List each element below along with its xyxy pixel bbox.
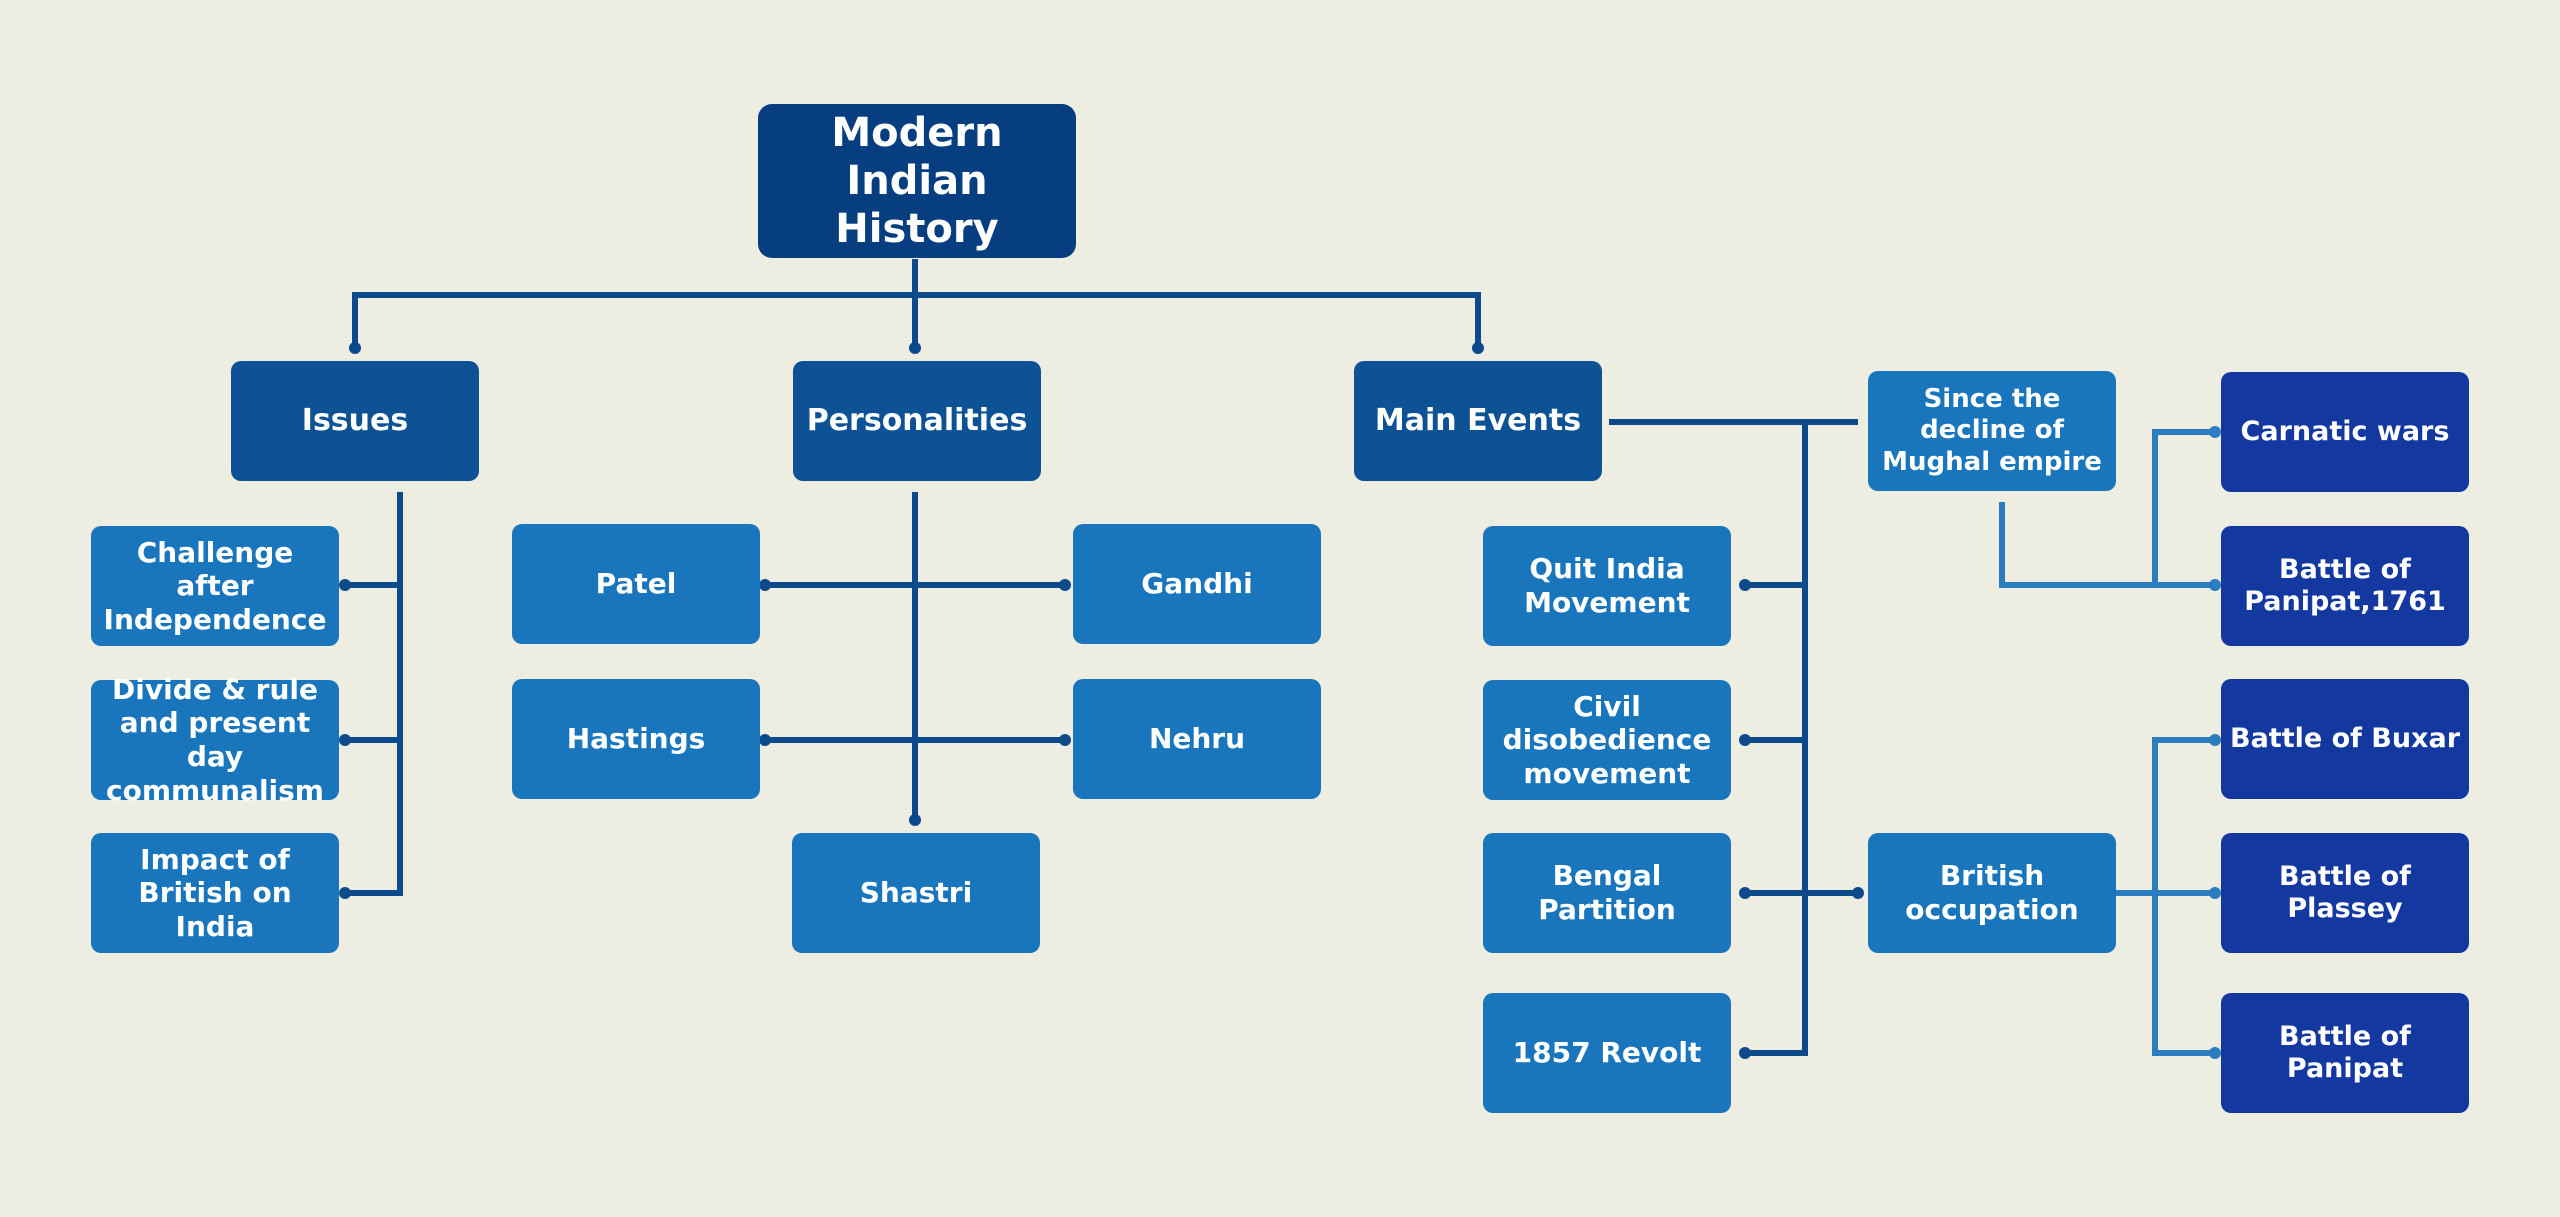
node-label: Shastri bbox=[859, 876, 973, 910]
node-label: Bengal Partition bbox=[1538, 859, 1676, 926]
connector-dot bbox=[1739, 887, 1751, 899]
node-gandhi: Gandhi bbox=[1073, 524, 1321, 644]
node-label: Battle of Panipat,1761 bbox=[2244, 553, 2446, 617]
node-label: Battle of Buxar bbox=[2229, 722, 2461, 754]
node-label: Main Events bbox=[1374, 403, 1582, 438]
node-civil-disobedience: Civil disobedience movement bbox=[1483, 680, 1731, 800]
node-challenge-after-independence: Challenge after Independence bbox=[91, 526, 339, 646]
connector-dot bbox=[2209, 734, 2221, 746]
node-british-occupation: British occupation bbox=[1868, 833, 2116, 953]
connector-dot bbox=[2209, 426, 2221, 438]
node-label: Battle of Panipat bbox=[2279, 1020, 2411, 1084]
node-battle-of-panipat: Battle of Panipat bbox=[2221, 993, 2469, 1113]
node-quit-india-movement: Quit India Movement bbox=[1483, 526, 1731, 646]
node-divide-and-rule: Divide & rule and present day communalis… bbox=[91, 673, 339, 807]
node-nehru: Nehru bbox=[1073, 679, 1321, 799]
node-label: British occupation bbox=[1905, 859, 2079, 926]
connector-dot bbox=[1059, 579, 1071, 591]
node-battle-of-panipat-1761: Battle of Panipat,1761 bbox=[2221, 526, 2469, 646]
connector-dot bbox=[339, 887, 351, 899]
connector-dot bbox=[1739, 734, 1751, 746]
node-mughal-decline: Since the decline of Mughal empire bbox=[1868, 371, 2116, 491]
connector-dot bbox=[909, 814, 921, 826]
node-bengal-partition: Bengal Partition bbox=[1483, 833, 1731, 953]
node-label: Patel bbox=[595, 567, 677, 601]
node-shastri: Shastri bbox=[792, 833, 1040, 953]
connector-dot bbox=[759, 734, 771, 746]
connector-dot bbox=[759, 579, 771, 591]
connector-dot bbox=[2209, 1047, 2221, 1059]
node-label: Impact of British on India bbox=[138, 842, 292, 943]
node-1857-revolt: 1857 Revolt bbox=[1483, 993, 1731, 1113]
node-label: Issues bbox=[301, 403, 409, 438]
node-hastings: Hastings bbox=[512, 679, 760, 799]
node-patel: Patel bbox=[512, 524, 760, 644]
node-label: Challenge after Independence bbox=[103, 535, 327, 636]
connector-dot bbox=[339, 579, 351, 591]
connector-dot bbox=[2209, 579, 2221, 591]
node-personalities: Personalities bbox=[793, 361, 1041, 481]
node-main-events: Main Events bbox=[1354, 361, 1602, 481]
node-label: Personalities bbox=[806, 403, 1028, 438]
node-modern-indian-history: Modern Indian History bbox=[758, 104, 1076, 258]
node-label: Civil disobedience movement bbox=[1502, 689, 1712, 790]
connector-dot bbox=[349, 342, 361, 354]
node-carnatic-wars: Carnatic wars bbox=[2221, 372, 2469, 492]
node-battle-of-buxar: Battle of Buxar bbox=[2221, 679, 2469, 799]
connector-dot bbox=[1472, 342, 1484, 354]
connector-dot bbox=[1059, 734, 1071, 746]
node-label: Since the decline of Mughal empire bbox=[1882, 384, 2102, 477]
connector-dot bbox=[339, 734, 351, 746]
node-label: Hastings bbox=[566, 722, 706, 756]
node-label: Divide & rule and present day communalis… bbox=[106, 672, 324, 807]
connector-dot bbox=[2209, 887, 2221, 899]
node-impact-of-british: Impact of British on India bbox=[91, 833, 339, 953]
connector-dot bbox=[1739, 579, 1751, 591]
node-label: 1857 Revolt bbox=[1512, 1036, 1702, 1070]
node-issues: Issues bbox=[231, 361, 479, 481]
node-label: Battle of Plassey bbox=[2279, 860, 2411, 924]
connector-dot bbox=[1739, 1047, 1751, 1059]
node-label: Nehru bbox=[1148, 722, 1246, 756]
connector-dot bbox=[1852, 887, 1864, 899]
node-battle-of-plassey: Battle of Plassey bbox=[2221, 833, 2469, 953]
node-label: Quit India Movement bbox=[1524, 552, 1690, 619]
connector-dot bbox=[909, 342, 921, 354]
node-label: Gandhi bbox=[1141, 567, 1253, 601]
node-label: Carnatic wars bbox=[2240, 415, 2450, 447]
node-label: Modern Indian History bbox=[831, 110, 1003, 252]
